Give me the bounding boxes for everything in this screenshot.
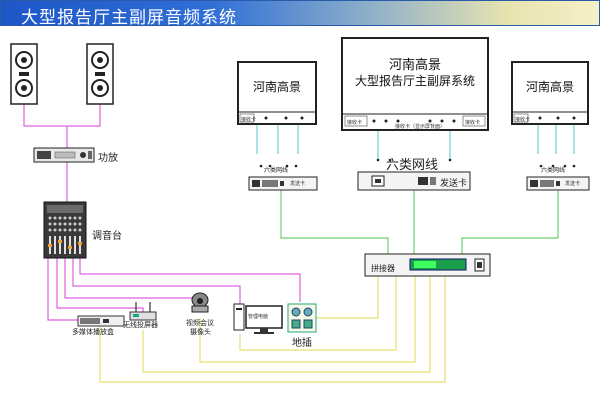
pc-to-splicer-cable	[239, 276, 397, 351]
amplifier-label: 功放	[98, 153, 118, 164]
receiver-center-side-left: 接收卡	[347, 120, 363, 126]
mixer-to-camera-cable	[64, 258, 200, 299]
sender-left-label: 发送卡	[290, 181, 306, 187]
camera-label-line2: 摄像头	[190, 328, 211, 336]
sender-center-icon	[357, 171, 471, 191]
screen-right-icon	[511, 61, 589, 125]
camera-label-line1: 视频会议	[186, 319, 214, 327]
mixer-to-socket-cable	[79, 258, 301, 302]
speaker-left-icon	[10, 43, 38, 105]
mixer-label: 调音台	[92, 231, 122, 242]
player-to-splicer-cable	[99, 276, 446, 383]
media-player-label: 多媒体播放盒	[72, 328, 114, 336]
sender-right-label: 发送卡	[565, 181, 581, 187]
mixer-to-player-cable	[47, 258, 78, 321]
screen-right-text: 河南高景	[525, 80, 574, 94]
receiver-left-label: 接收卡	[241, 117, 257, 123]
screen-center-line1: 河南高景	[388, 58, 441, 73]
pc-label: 管理电脑	[248, 314, 269, 320]
splicer-label: 拼接器	[371, 264, 395, 273]
media-player-icon	[77, 315, 125, 327]
mixer-to-wireless-cable	[56, 258, 144, 312]
socket-to-splicer-cable	[316, 276, 379, 319]
wireless-projector-icon	[129, 302, 157, 321]
pc-icon	[233, 303, 283, 334]
screen-left-icon	[237, 61, 317, 125]
receiver-right-label: 接收卡	[515, 117, 531, 123]
speaker-left-cable	[23, 104, 68, 148]
sender-center-label: 发送卡	[440, 179, 468, 189]
camera-icon	[191, 292, 209, 313]
sender-right-icon	[526, 176, 590, 191]
floor-socket-icon	[287, 303, 317, 333]
splicer-icon	[364, 253, 491, 277]
receiver-center-side-right: 接收卡	[465, 120, 481, 126]
sender-left-icon	[248, 176, 318, 191]
camera-to-splicer-cable	[199, 276, 416, 363]
amplifier-icon	[33, 147, 95, 163]
receiver-center-note: 接收卡（显示屏背面）	[395, 124, 446, 130]
diagram-title: 大型报告厅主副屏音频系统	[21, 8, 237, 28]
mixer-to-pc-cable	[72, 258, 241, 308]
sender-right-net	[461, 190, 559, 254]
wireless-label: 无线投屏器	[123, 321, 158, 329]
network-junctions	[259, 158, 576, 168]
mixer-icon	[43, 201, 87, 259]
cable-right-label: 六类网线	[541, 167, 566, 174]
sender-left-net	[280, 190, 389, 254]
title-bar: 大型报告厅主副屏音频系统	[0, 0, 600, 28]
screen-center-line2: 大型报告厅主副屏系统	[354, 74, 475, 88]
cable-left-label: 六类网线	[264, 167, 289, 174]
screen-center-icon	[341, 37, 489, 131]
speaker-right-cable	[67, 104, 101, 127]
floor-socket-label: 地插	[292, 338, 312, 349]
cable-center-label: 六类网线	[386, 158, 439, 173]
screen-left-text: 河南高景	[252, 80, 301, 94]
speaker-right-icon	[86, 43, 114, 105]
wireless-to-splicer-cable	[142, 276, 431, 373]
